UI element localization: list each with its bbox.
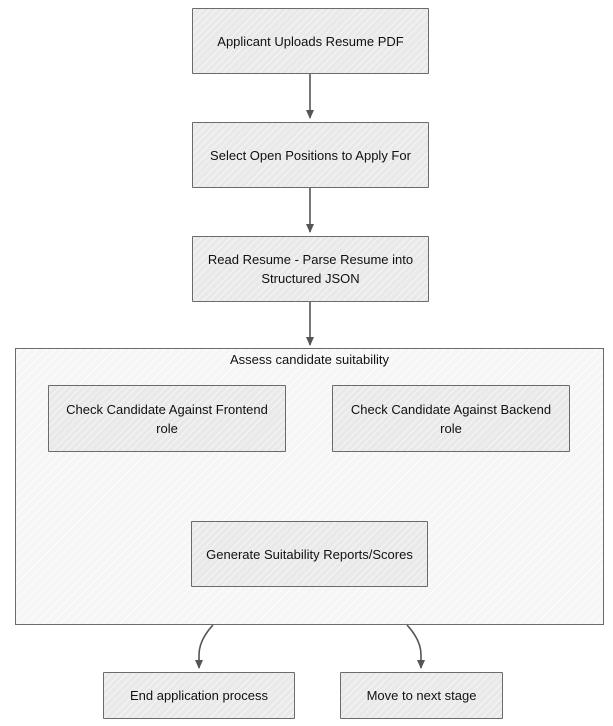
node-parse-resume-label: Read Resume - Parse Resume into Structur… xyxy=(207,252,414,286)
node-end-process-label: End application process xyxy=(129,688,269,703)
node-next-stage-label: Move to next stage xyxy=(366,688,477,703)
node-upload-resume: Applicant Uploads Resume PDF xyxy=(192,8,429,74)
node-check-backend: Check Candidate Against Backend role xyxy=(332,385,570,452)
node-next-stage: Move to next stage xyxy=(340,672,503,719)
node-generate-reports-label: Generate Suitability Reports/Scores xyxy=(206,546,413,562)
node-upload-resume-label: Applicant Uploads Resume PDF xyxy=(217,33,404,49)
node-generate-reports: Generate Suitability Reports/Scores xyxy=(191,521,428,587)
node-check-frontend: Check Candidate Against Frontend role xyxy=(48,385,286,452)
arrow-group-to-next xyxy=(406,624,425,669)
node-select-positions-label: Select Open Positions to Apply For xyxy=(210,147,411,163)
node-parse-resume: Read Resume - Parse Resume into Structur… xyxy=(192,236,429,302)
node-select-positions: Select Open Positions to Apply For xyxy=(192,122,429,188)
node-check-frontend-label: Check Candidate Against Frontend role xyxy=(66,401,268,436)
group-title: Assess candidate suitability xyxy=(230,352,389,367)
node-end-process: End application process xyxy=(103,672,295,719)
node-check-backend-label: Check Candidate Against Backend role xyxy=(350,401,552,436)
arrow-group-to-end xyxy=(195,624,214,669)
